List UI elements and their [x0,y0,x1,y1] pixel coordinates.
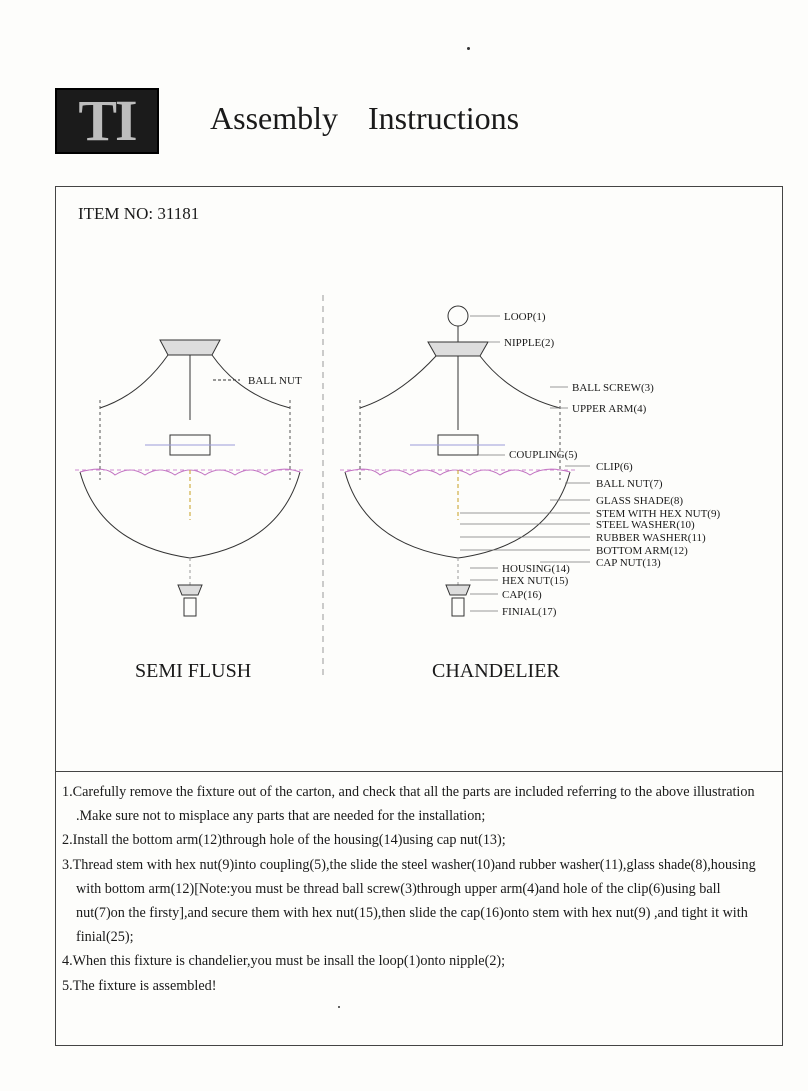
instruction-step: 3.Thread stem with hex nut(9)into coupli… [62,856,756,946]
part-label-rubber-washer: RUBBER WASHER(11) [596,532,706,544]
part-label-nipple: NIPPLE(2) [504,337,554,349]
chandelier-illustration [340,305,575,617]
part-label-clip: CLIP(6) [596,461,633,473]
instruction-list: 1.Carefully remove the fixture out of th… [62,780,772,998]
semi-flush-illustration [75,339,305,617]
semi-ball-nut-label: BALL NUT [248,375,302,387]
instruction-step: 2.Install the bottom arm(12)through hole… [62,832,506,849]
loop-part [447,305,469,327]
scan-speck [467,47,470,50]
instruction-step: 1.Carefully remove the fixture out of th… [62,784,755,825]
content-frame [55,186,783,1046]
part-label-bottom-arm: BOTTOM ARM(12) [596,545,688,557]
item-number: ITEM NO: 31181 [78,204,200,223]
assembly-diagram: BALL NUT [75,295,720,680]
instruction-step: 5.The fixture is assembled! [62,977,217,994]
part-label-cap-nut: CAP NUT(13) [596,557,661,569]
scan-speck [338,1006,340,1008]
part-label-cap: CAP(16) [502,589,542,601]
part-label-housing: HOUSING(14) [502,563,570,575]
part-label-stem: STEM WITH HEX NUT(9) [596,508,720,520]
part-label-glass-shade: GLASS SHADE(8) [596,495,683,507]
part-label-ball-screw: BALL SCREW(3) [572,382,654,394]
semi-canopy [159,339,221,356]
logo-text: TI [78,88,137,153]
chandelier-canopy [427,341,489,357]
brand-logo: TI [55,88,159,154]
semi-flush-caption: SEMI FLUSH [135,660,252,682]
part-label-loop: LOOP(1) [504,311,546,323]
section-divider [55,771,783,772]
part-label-finial: FINIAL(17) [502,606,557,618]
part-label-steel-washer: STEEL WASHER(10) [596,519,695,531]
leader-lines [460,315,590,612]
part-label-coupling: COUPLING(5) [509,449,578,461]
part-label-hex-nut: HEX NUT(15) [502,575,569,587]
chandelier-caption: CHANDELIER [432,660,560,682]
instruction-step: 4.When this fixture is chandelier,you mu… [62,953,506,970]
title-word-instructions: Instructions [368,100,520,136]
page-title: Assembly Instructions [210,100,549,137]
title-word-assembly: Assembly [210,100,338,136]
chandelier-finial [445,584,471,596]
part-label-ball-nut: BALL NUT(7) [596,478,663,490]
part-label-upper-arm: UPPER ARM(4) [572,403,647,415]
semi-finial [177,584,203,596]
